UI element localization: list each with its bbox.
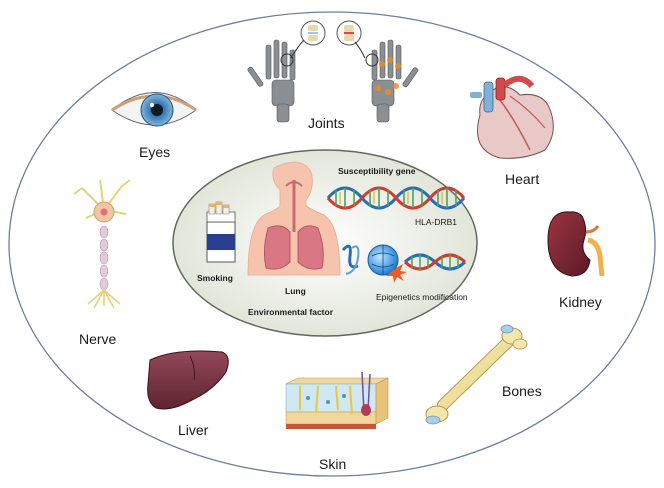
joints-icon <box>247 20 419 123</box>
susceptibility-gene-label: Susceptibility gene <box>338 166 416 176</box>
lung-label: Lung <box>285 286 306 296</box>
liver-icon <box>147 350 229 410</box>
lung-body-icon <box>247 161 341 276</box>
dna-helix-icon <box>326 186 466 210</box>
nerve-label: Nerve <box>79 331 117 347</box>
kidney-icon <box>547 211 605 277</box>
epigenetics-label: Epigenetics modification <box>376 292 468 302</box>
joints-label: Joints <box>308 115 345 131</box>
epigenetics-dna-icon <box>341 244 467 283</box>
eyes-label: Eyes <box>139 144 170 160</box>
outer-ring <box>8 11 656 477</box>
bone-icon <box>425 324 528 425</box>
heart-icon <box>470 75 554 159</box>
environmental-factor-label: Environmental factor <box>248 307 334 317</box>
kidney-label: Kidney <box>559 294 602 310</box>
eye-icon <box>111 92 197 127</box>
heart-label: Heart <box>505 171 539 187</box>
nerve-icon <box>73 179 131 309</box>
cigarette-pack-icon <box>206 201 236 263</box>
skin-icon <box>285 371 389 429</box>
hla-drb1-label: HLA-DRB1 <box>415 217 457 227</box>
bones-label: Bones <box>502 383 542 399</box>
skin-label: Skin <box>319 456 346 472</box>
liver-label: Liver <box>178 422 209 438</box>
smoking-label: Smoking <box>197 273 233 283</box>
